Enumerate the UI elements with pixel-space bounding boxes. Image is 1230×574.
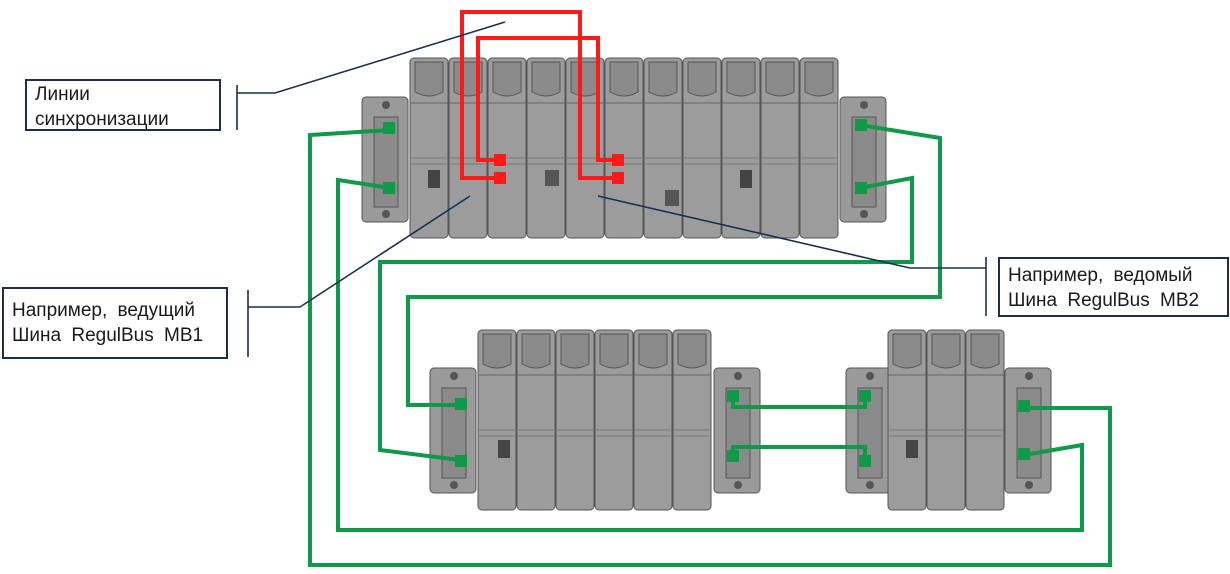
label-master-line2: Шина RegulBus MB1 bbox=[12, 325, 204, 346]
sync-lines bbox=[460, 10, 618, 180]
bus-lines bbox=[308, 123, 1112, 567]
rack-bottom-left bbox=[429, 329, 761, 511]
rack-top bbox=[361, 57, 887, 239]
label-sync-lines-line1: Линии bbox=[35, 84, 90, 105]
label-sync-lines-line2: синхронизации bbox=[35, 109, 169, 130]
sync-connectors bbox=[494, 154, 624, 184]
label-master-bus: Например, ведущий Шина RegulBus MB1 bbox=[2, 287, 228, 359]
rack-bottom-right bbox=[845, 329, 1052, 511]
bus-connectors bbox=[383, 119, 1030, 467]
label-slave-line2: Шина RegulBus MB2 bbox=[1008, 290, 1200, 311]
label-slave-bus: Например, ведомый Шина RegulBus MB2 bbox=[998, 257, 1229, 317]
callout-lines bbox=[236, 21, 987, 357]
label-sync-lines: Линии синхронизации bbox=[25, 79, 221, 131]
label-slave-line1: Например, ведомый bbox=[1008, 265, 1193, 286]
label-master-line1: Например, ведущий bbox=[12, 300, 195, 321]
